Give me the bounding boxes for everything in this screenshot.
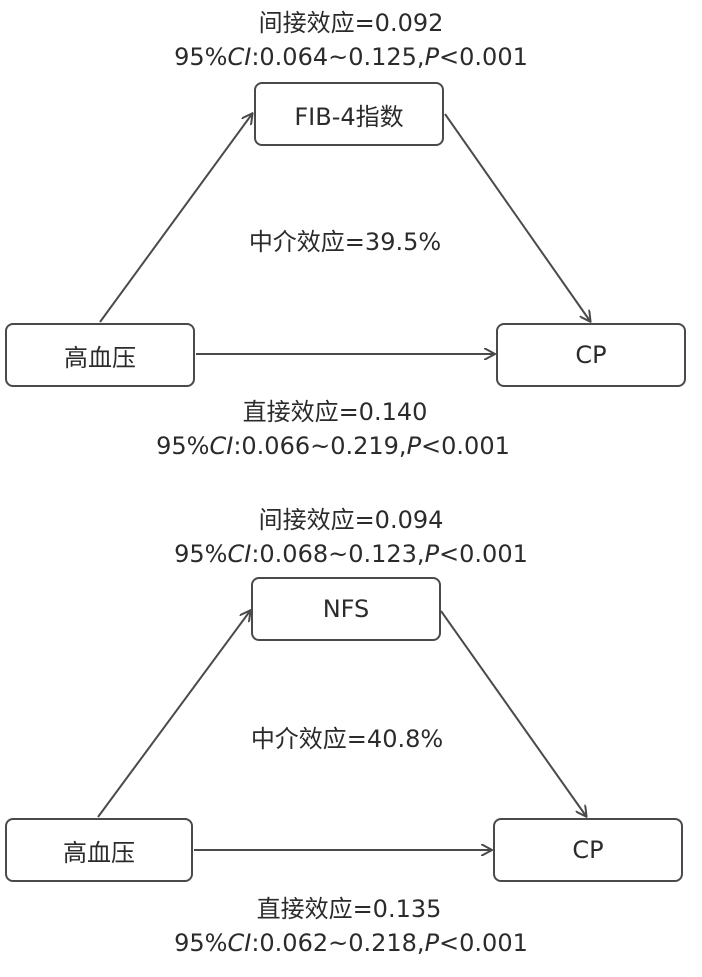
indirect-effect-ci: 95%CI:0.068~0.123,P<0.001 — [174, 540, 528, 568]
exposure-node: 高血压 — [5, 323, 195, 387]
outcome-node: CP — [493, 818, 683, 882]
arrow-exposure-to-mediator — [97, 611, 250, 818]
arrow-exposure-to-mediator — [99, 114, 252, 323]
diagram-arrows — [99, 0, 702, 480]
mediation-proportion: 中介效应=40.8% — [250, 725, 444, 753]
mediation-diagram-fib4: 间接效应=0.092 95%CI:0.064~0.125,P<0.001 FIB… — [0, 0, 702, 480]
arrow-mediator-to-outcome — [444, 113, 590, 321]
direct-effect-ci: 95%CI:0.062~0.218,P<0.001 — [174, 929, 528, 957]
exposure-node: 高血压 — [5, 818, 193, 882]
indirect-effect-title: 间接效应=0.094 — [258, 506, 444, 534]
outcome-node: CP — [496, 323, 686, 387]
mediator-node: FIB-4指数 — [254, 82, 444, 146]
mediation-proportion: 中介效应=39.5% — [248, 228, 442, 256]
direct-effect-title: 直接效应=0.135 — [256, 895, 442, 923]
indirect-effect-title: 间接效应=0.092 — [258, 9, 444, 37]
mediation-diagram-nfs: 间接效应=0.094 95%CI:0.068~0.123,P<0.001 NFS… — [0, 497, 702, 977]
diagram-arrows — [97, 497, 702, 977]
direct-effect-ci: 95%CI:0.066~0.219,P<0.001 — [156, 432, 510, 460]
arrow-mediator-to-outcome — [440, 610, 586, 816]
direct-effect-title: 直接效应=0.140 — [242, 398, 428, 426]
indirect-effect-ci: 95%CI:0.064~0.125,P<0.001 — [174, 43, 528, 71]
mediator-node: NFS — [251, 577, 441, 641]
